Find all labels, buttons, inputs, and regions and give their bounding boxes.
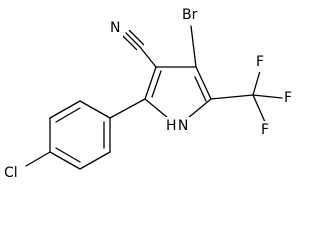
bond-ph2-ph3 bbox=[49, 100, 81, 119]
bond-c3-cnitrile bbox=[139, 46, 157, 68]
atom-chlorine: Cl bbox=[4, 165, 18, 181]
atom-labels: N Br F F F H N Cl bbox=[3, 6, 295, 182]
atom-n-nitrile: N bbox=[110, 20, 120, 36]
atom-fluorine-top: F bbox=[256, 54, 264, 70]
bond-n1-c2 bbox=[144, 98, 169, 119]
bond-nitrile-triple-2 bbox=[121, 34, 138, 51]
atom-fluorine-bottom: F bbox=[261, 122, 269, 138]
atom-fluorine-right: F bbox=[284, 90, 292, 106]
atom-pyrrole-nh: H N bbox=[166, 118, 188, 134]
bond-c4-br bbox=[190, 25, 197, 68]
bond-c5-cf3 bbox=[210, 94, 254, 100]
bond-ph4-cl bbox=[25, 151, 51, 167]
bonds bbox=[25, 25, 283, 170]
bond-c2-c3-double bbox=[151, 70, 162, 98]
bond-ph1-ph2 bbox=[79, 100, 111, 119]
bond-cf3-f-bottom bbox=[252, 94, 266, 123]
bond-c2-c3 bbox=[144, 66, 157, 100]
bond-c2-phenyl bbox=[109, 98, 146, 119]
bond-cf3-f-right bbox=[252, 94, 283, 99]
bond-ph4-ph5 bbox=[49, 151, 81, 170]
bond-nitrile-triple-1 bbox=[125, 32, 141, 48]
molecular-structure: N Br F F F H N Cl bbox=[3, 6, 295, 182]
bond-c4-c5-double bbox=[194, 76, 207, 102]
bond-ph-double-2 bbox=[55, 147, 81, 163]
bond-c4-c5 bbox=[195, 66, 212, 100]
bond-c5-n1 bbox=[187, 98, 212, 119]
bond-cf3-f-top bbox=[252, 70, 261, 96]
bond-ph5-ph6 bbox=[79, 151, 111, 170]
atom-bromine: Br bbox=[182, 7, 198, 23]
bond-ph-double-1 bbox=[55, 107, 81, 123]
bond-nitrile-triple-3 bbox=[128, 29, 145, 46]
